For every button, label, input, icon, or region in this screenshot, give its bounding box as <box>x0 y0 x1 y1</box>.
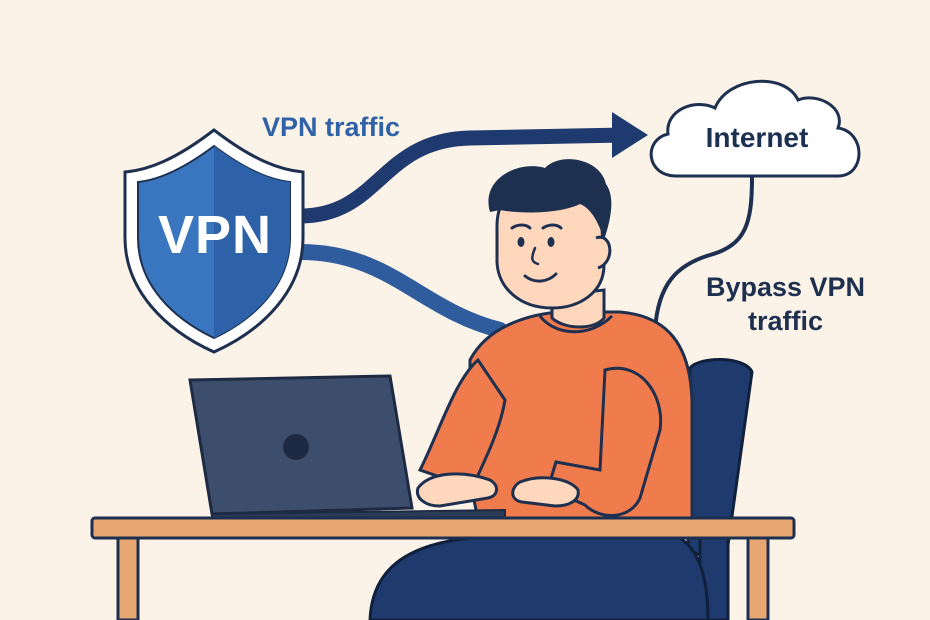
bypass-line <box>653 176 754 332</box>
arrow-icon <box>612 112 648 158</box>
person-head <box>488 159 612 310</box>
shield-vpn-text: VPN <box>157 205 273 265</box>
person-torso <box>417 288 694 532</box>
vpn-traffic-label: VPN traffic <box>262 112 401 142</box>
cloud-icon <box>649 79 861 178</box>
bypass-vpn-traffic-label: Bypass VPN traffic <box>705 272 866 336</box>
person-hands <box>415 472 580 508</box>
internet-label: Internet <box>705 122 809 153</box>
vpn-lower-flow <box>292 244 508 338</box>
person-legs <box>368 528 710 620</box>
vpn-traffic-arrow <box>292 127 633 224</box>
desk <box>90 516 796 620</box>
shield-icon <box>123 128 305 354</box>
